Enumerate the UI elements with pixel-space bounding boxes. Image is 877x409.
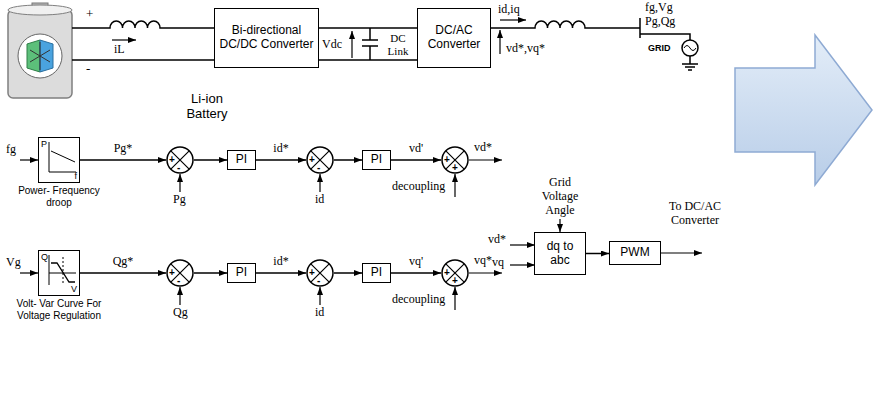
signal-name: decoupling <box>392 293 445 307</box>
axis-label: P <box>41 139 47 149</box>
current-label: iL <box>114 43 125 57</box>
signal-name: decoupling <box>392 180 445 194</box>
sign-text: - <box>317 276 320 286</box>
signal-name: vd* <box>488 233 506 247</box>
sign-text: + <box>452 276 458 286</box>
signal-wire <box>334 272 362 274</box>
signal-name: vq <box>492 256 504 270</box>
signal-name: vd' <box>408 142 424 156</box>
sign-text: + <box>452 163 458 173</box>
pwm-box: PWM <box>609 241 661 265</box>
grid-label: GRID <box>648 43 671 53</box>
sign-text: + <box>169 155 175 165</box>
terminal-sign: - <box>86 62 90 77</box>
grid-quantity-label: Pg,Qg <box>645 15 675 29</box>
signal-name: Grid Voltage Angle <box>530 176 590 217</box>
signal-wire <box>391 159 441 161</box>
signal-wire <box>334 159 362 161</box>
sign-text: - <box>177 163 180 173</box>
sign-text: + <box>169 268 175 278</box>
signal-wire <box>256 159 306 161</box>
sign-text: + <box>309 268 315 278</box>
box-text: PI <box>371 266 382 280</box>
box-text: PI <box>236 153 247 167</box>
signal-name: Vg <box>6 256 21 270</box>
sign-text: + <box>444 268 450 278</box>
signal-wire <box>391 272 441 274</box>
curve-caption: Volt- Var Curve For Voltage Regulation <box>13 298 105 321</box>
converter-box: Bi-directional DC/DC Converter <box>214 8 319 68</box>
signal-name: Qg <box>173 306 188 320</box>
output-label: To DC/AC Converter <box>662 200 728 228</box>
summing-junction: +- <box>166 259 194 287</box>
summing-junction: ++ <box>441 259 469 287</box>
voltage-label: Vdc <box>322 38 342 52</box>
sign-text: - <box>177 276 180 286</box>
signal-arrows <box>20 20 702 310</box>
box-text: Bi-directional DC/DC Converter <box>217 24 316 52</box>
signal-name: Qg* <box>112 255 135 269</box>
signal-wire <box>80 272 166 274</box>
signal-name: vd* <box>474 141 492 155</box>
signal-name: fg <box>6 143 16 157</box>
box-text: PWM <box>620 246 649 260</box>
wires <box>72 18 698 70</box>
axis-label: Q <box>41 252 48 262</box>
pi-controller: PI <box>227 263 256 283</box>
curve-caption: Power- Frequency droop <box>13 185 105 208</box>
signal-name: id* <box>272 255 289 269</box>
box-text: PI <box>236 266 247 280</box>
summing-junction: +- <box>306 146 334 174</box>
battery-label: Li-ion Battery <box>181 92 233 122</box>
signal-name: vq' <box>408 255 424 269</box>
signal-wire <box>194 272 227 274</box>
current-label: id,iq <box>498 3 520 17</box>
pi-controller: PI <box>227 150 256 170</box>
summing-junction: +- <box>166 146 194 174</box>
signal-wire <box>586 253 609 255</box>
box-text: PI <box>371 153 382 167</box>
axis-label: f <box>74 171 77 181</box>
signal-wire <box>80 159 166 161</box>
summing-junction: ++ <box>441 146 469 174</box>
component-label: DC Link <box>381 32 415 57</box>
droop-curve-box: PfPower- Frequency droop <box>38 137 80 183</box>
axis-label: V <box>71 284 77 294</box>
sign-text: + <box>444 155 450 165</box>
summing-junction: +- <box>306 259 334 287</box>
volt-var-curve-box: QVVolt- Var Curve For Voltage Regulation <box>38 250 80 296</box>
pi-controller: PI <box>362 263 391 283</box>
terminal-sign: + <box>86 7 93 22</box>
signal-wire <box>194 159 227 161</box>
box-text: dq to abc <box>537 240 583 268</box>
sign-text: - <box>317 163 320 173</box>
transform-box: dq to abc <box>534 232 586 275</box>
signal-name: vq* <box>474 254 492 268</box>
converter-box: DC/AC Converter <box>417 8 491 68</box>
pi-controller: PI <box>362 150 391 170</box>
sign-text: + <box>309 155 315 165</box>
voltage-label: vd*,vq* <box>506 42 545 56</box>
signal-name: id <box>315 193 324 207</box>
signal-wire <box>256 272 306 274</box>
signal-wire <box>319 27 417 29</box>
signal-wire <box>319 59 417 61</box>
battery-icon <box>8 3 72 98</box>
signal-name: Pg* <box>113 142 134 156</box>
big-arrow <box>735 35 872 185</box>
signal-name: id <box>315 306 324 320</box>
signal-name: id* <box>272 142 289 156</box>
signal-name: Pg <box>173 193 186 207</box>
box-text: DC/AC Converter <box>420 24 488 52</box>
grid-quantity-label: fg,Vg <box>645 1 673 15</box>
